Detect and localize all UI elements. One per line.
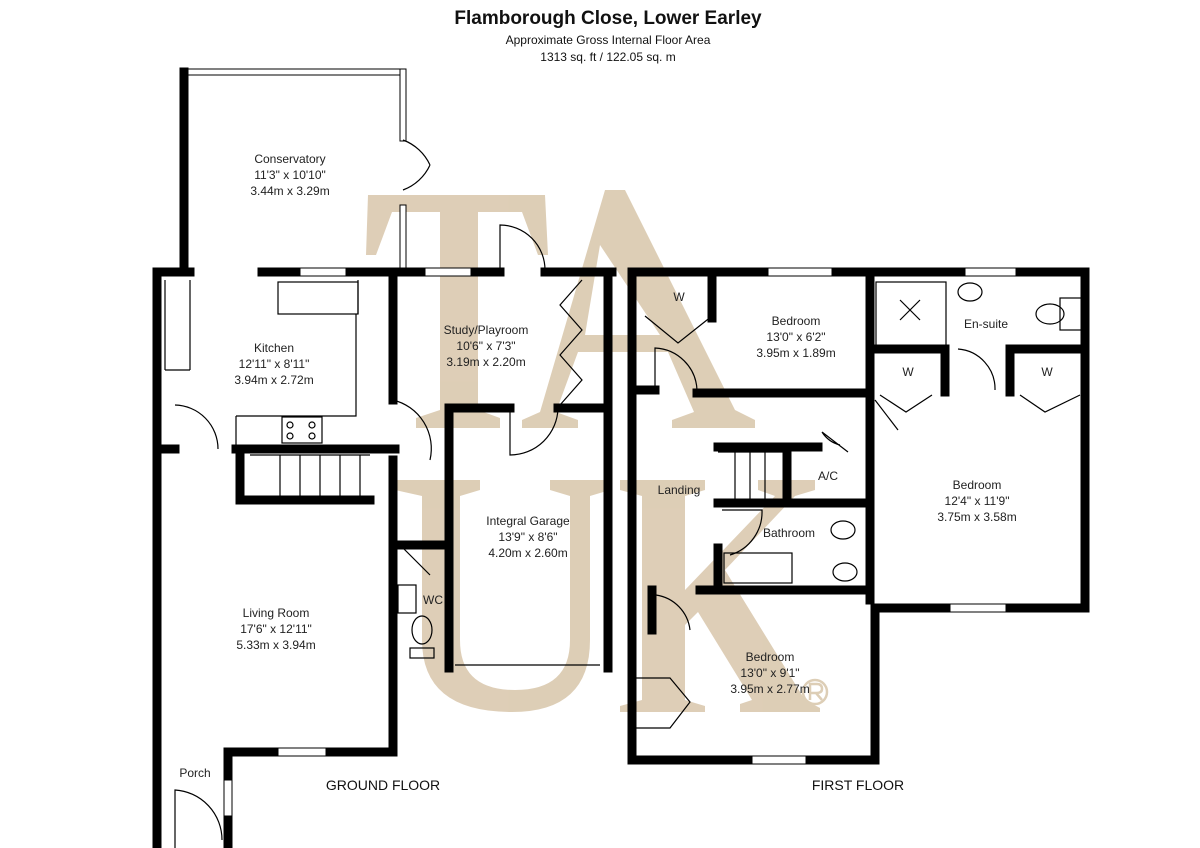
room-garage: Integral Garage 13'9" x 8'6" 4.20m x 2.6… — [486, 514, 570, 560]
room-metric: 4.20m x 2.60m — [488, 546, 567, 560]
ground-floor-label: GROUND FLOOR — [326, 777, 440, 793]
room-bathroom: Bathroom — [763, 526, 815, 540]
room-name: Bedroom — [746, 650, 795, 664]
plan-subtitle: Approximate Gross Internal Floor Area — [506, 33, 711, 47]
room-name: Study/Playroom — [444, 323, 529, 337]
room-name: Kitchen — [254, 341, 294, 355]
plan-area: 1313 sq. ft / 122.05 sq. m — [540, 50, 675, 64]
first-floor-label: FIRST FLOOR — [812, 777, 904, 793]
room-imperial: 10'6" x 7'3" — [456, 339, 515, 353]
room-landing: Landing — [658, 483, 701, 497]
room-metric: 3.95m x 2.77m — [730, 682, 809, 696]
room-name: Living Room — [243, 606, 310, 620]
room-name: Integral Garage — [486, 514, 570, 528]
wardrobe-label: W — [902, 365, 914, 379]
plan-title: Flamborough Close, Lower Earley — [454, 8, 762, 29]
ground-floor-walls — [152, 67, 617, 848]
wardrobe-label: W — [1041, 365, 1053, 379]
room-name: Conservatory — [254, 152, 325, 166]
room-metric: 3.75m x 3.58m — [937, 510, 1016, 524]
room-imperial: 13'0" x 6'2" — [766, 330, 825, 344]
room-name: Bedroom — [953, 478, 1002, 492]
room-airing-cupboard: A/C — [818, 469, 838, 483]
watermark-registered — [801, 678, 829, 706]
room-metric: 5.33m x 3.94m — [236, 638, 315, 652]
room-name: Bedroom — [772, 314, 821, 328]
room-imperial: 12'4" x 11'9" — [945, 494, 1010, 508]
room-living: Living Room 17'6" x 12'11" 5.33m x 3.94m — [236, 606, 315, 652]
room-imperial: 17'6" x 12'11" — [240, 622, 312, 636]
room-bedroom-main: Bedroom 12'4" x 11'9" 3.75m x 3.58m — [937, 478, 1016, 524]
room-imperial: 11'3" x 10'10" — [254, 168, 326, 182]
room-wc: WC — [423, 593, 443, 607]
wardrobe-label: W — [673, 290, 685, 304]
room-imperial: 13'0" x 9'1" — [740, 666, 799, 680]
room-en-suite: En-suite — [964, 317, 1008, 331]
room-bedroom-rear: Bedroom 13'0" x 9'1" 3.95m x 2.77m — [730, 650, 809, 696]
room-metric: 3.95m x 1.89m — [756, 346, 835, 360]
room-kitchen: Kitchen 12'11" x 8'11" 3.94m x 2.72m — [234, 341, 313, 387]
room-bedroom-small: Bedroom 13'0" x 6'2" 3.95m x 1.89m — [756, 314, 835, 360]
room-imperial: 12'11" x 8'11" — [239, 357, 310, 371]
room-metric: 3.94m x 2.72m — [234, 373, 313, 387]
room-imperial: 13'9" x 8'6" — [498, 530, 557, 544]
room-conservatory: Conservatory 11'3" x 10'10" 3.44m x 3.29… — [250, 152, 329, 198]
room-porch: Porch — [179, 766, 210, 780]
room-metric: 3.19m x 2.20m — [446, 355, 525, 369]
room-metric: 3.44m x 3.29m — [250, 184, 329, 198]
room-study: Study/Playroom 10'6" x 7'3" 3.19m x 2.20… — [444, 323, 529, 369]
first-floor-walls — [627, 267, 1090, 765]
